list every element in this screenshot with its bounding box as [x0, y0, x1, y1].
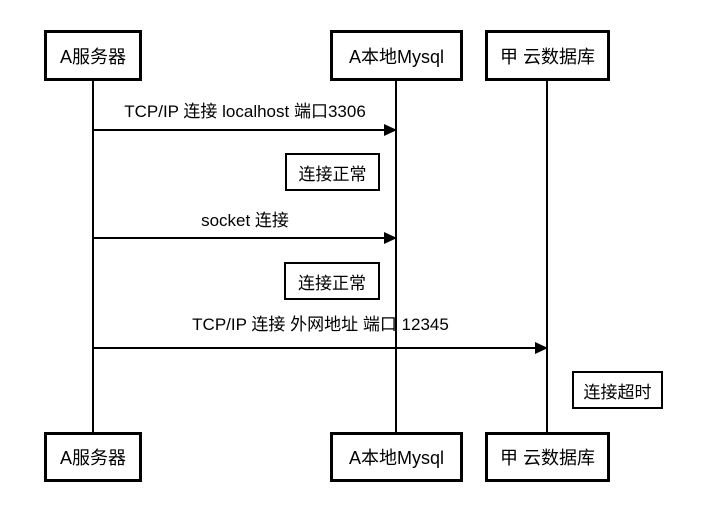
- message-2-arrow-line: [93, 237, 385, 239]
- message-1-label: TCP/IP 连接 localhost 端口3306: [124, 102, 366, 121]
- message-3-arrow-line: [93, 347, 536, 349]
- actor-cloud-db-bottom: 甲 云数据库: [485, 432, 610, 482]
- actor-local-mysql-top: A本地Mysql: [330, 30, 463, 81]
- actor-cloud-db-label: 甲 云数据库: [499, 46, 595, 67]
- actor-server-a-bottom: A服务器: [44, 432, 142, 482]
- lifeline-local-mysql: [395, 81, 397, 432]
- actor-cloud-db-label: 甲 云数据库: [499, 448, 595, 468]
- note-connection-ok-1: 连接正常: [285, 153, 380, 191]
- message-2-arrowhead-icon: [384, 232, 397, 244]
- lifeline-server-a: [92, 81, 94, 432]
- note-connection-timeout: 连接超时: [572, 371, 663, 409]
- message-3-arrowhead-icon: [535, 342, 548, 354]
- message-2-label: socket 连接: [201, 211, 289, 230]
- lifeline-cloud-db: [546, 81, 548, 432]
- actor-server-a-top: A服务器: [44, 30, 142, 81]
- message-1-arrow-line: [93, 129, 385, 131]
- actor-local-mysql-label: A本地Mysql: [348, 46, 444, 67]
- actor-server-a-label: A服务器: [59, 448, 126, 468]
- message-3-label: TCP/IP 连接 外网地址 端口 12345: [192, 315, 449, 334]
- actor-local-mysql-label: A本地Mysql: [348, 448, 444, 468]
- actor-local-mysql-bottom: A本地Mysql: [330, 432, 463, 482]
- actor-server-a-label: A服务器: [59, 46, 126, 67]
- message-1-arrowhead-icon: [384, 124, 397, 136]
- note-connection-ok-2: 连接正常: [284, 262, 380, 300]
- actor-cloud-db-top: 甲 云数据库: [485, 30, 610, 81]
